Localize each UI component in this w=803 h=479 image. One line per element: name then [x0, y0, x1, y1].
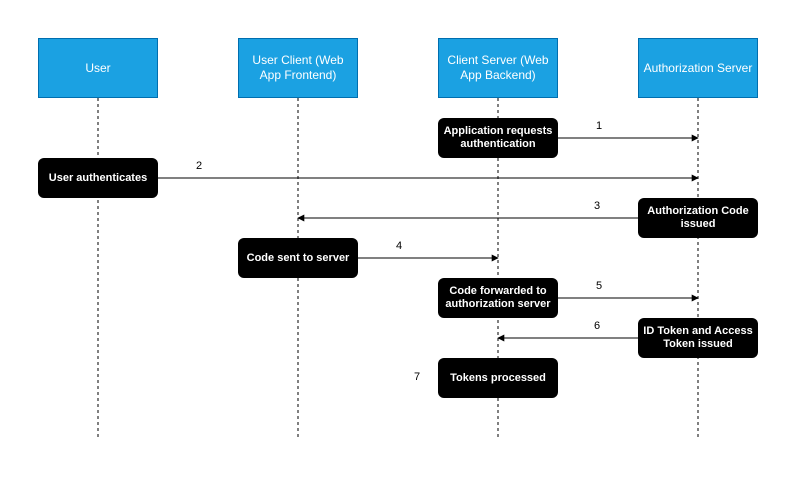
step-number-4: 4 [396, 240, 403, 252]
step-box-5[interactable]: Code forwarded to authorization server [438, 278, 558, 318]
step-number-3: 3 [594, 200, 601, 212]
actor-client-server[interactable]: Client Server (Web App Backend) [438, 38, 558, 98]
step-box-3[interactable]: Authorization Code issued [638, 198, 758, 238]
step-box-4[interactable]: Code sent to server [238, 238, 358, 278]
step-box-7[interactable]: Tokens processed [438, 358, 558, 398]
step-number-1: 1 [596, 120, 603, 132]
step-box-1[interactable]: Application requests authentication [438, 118, 558, 158]
step-box-6[interactable]: ID Token and Access Token issued [638, 318, 758, 358]
actor-authorization-server[interactable]: Authorization Server [638, 38, 758, 98]
actor-user[interactable]: User [38, 38, 158, 98]
step-number-5: 5 [596, 280, 603, 292]
step-number-2: 2 [196, 160, 203, 172]
step-number-6: 6 [594, 320, 601, 332]
actor-user-client[interactable]: User Client (Web App Frontend) [238, 38, 358, 98]
step-number-7: 7 [414, 371, 421, 383]
step-box-2[interactable]: User authenticates [38, 158, 158, 198]
